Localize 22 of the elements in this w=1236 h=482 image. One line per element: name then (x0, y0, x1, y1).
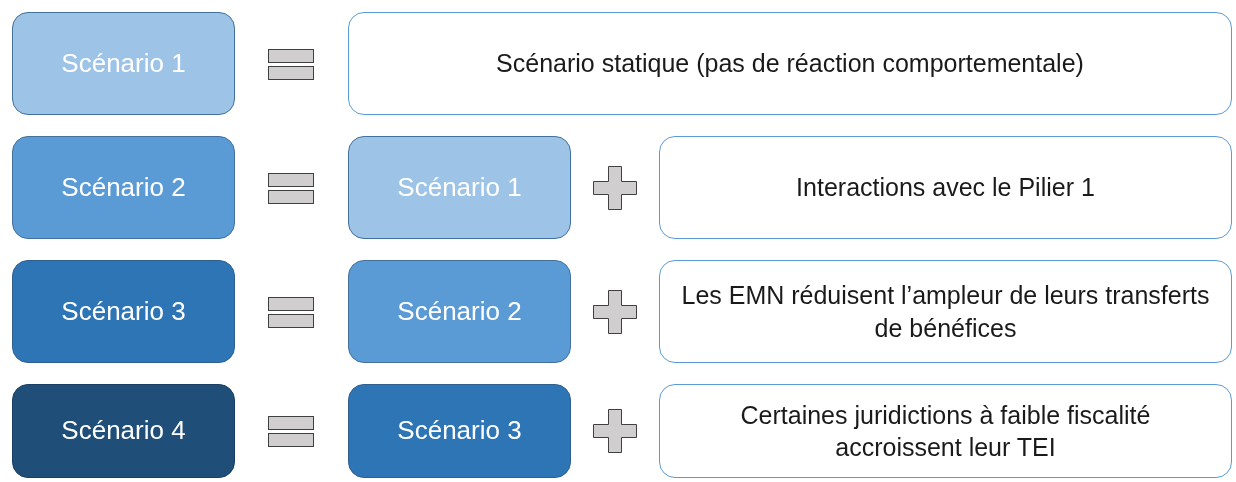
scenario-box (12, 136, 235, 239)
description-box (659, 260, 1232, 363)
description-box (348, 12, 1232, 115)
scenario-box (12, 384, 235, 478)
scenario-label: Scénario 3 (397, 414, 522, 448)
scenario-label: Scénario 2 (61, 170, 186, 204)
scenario-box (348, 260, 571, 363)
scenario-label: Scénario 2 (397, 294, 522, 328)
description-box (659, 384, 1232, 478)
scenario-label: Scénario 1 (397, 170, 522, 204)
description-text: Interactions avec le Pilier 1 (796, 172, 1095, 204)
scenario-label: Scénario 1 (61, 46, 186, 80)
scenario-label: Scénario 3 (61, 294, 186, 328)
scenario-box (348, 384, 571, 478)
scenario-label: Scénario 4 (61, 414, 186, 448)
scenario-box (348, 136, 571, 239)
scenario-box (12, 12, 235, 115)
description-box (659, 136, 1232, 239)
description-text: Certaines juridictions à faible fiscalité accroissent leur TEI (739, 399, 1152, 463)
description-text: Scénario statique (pas de réaction comportementale) (496, 48, 1084, 80)
description-text: Les EMN réduisent l’ampleur de leurs transferts de bénéfices (680, 280, 1211, 344)
scenario-box (12, 260, 235, 363)
